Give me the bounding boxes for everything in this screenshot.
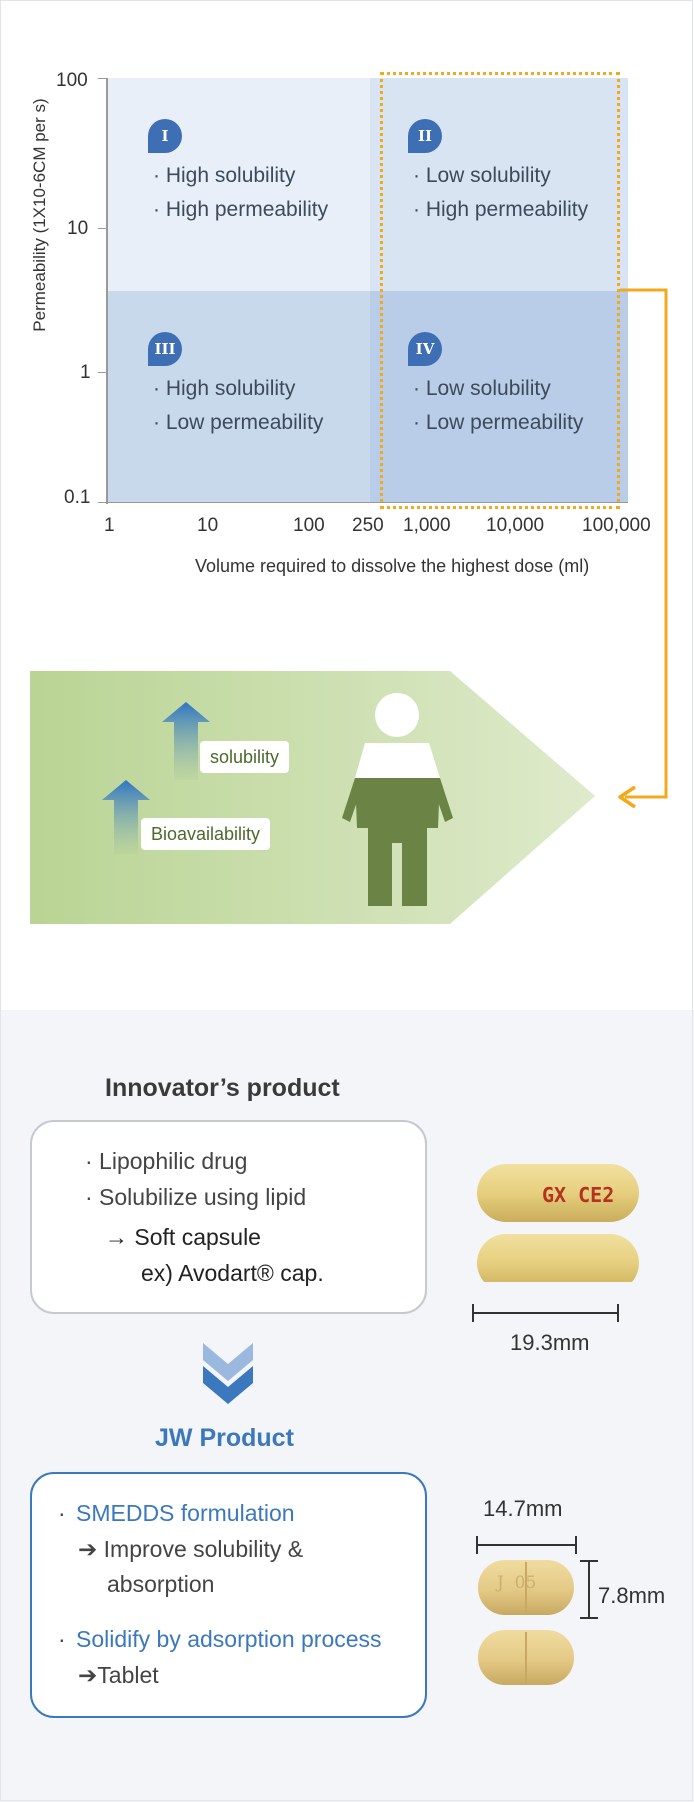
quadrant-2-line: · Low solubility <box>413 164 551 187</box>
jw-point-1-detail-line: Improve solubility & <box>103 1536 304 1562</box>
jw-box <box>30 1472 427 1718</box>
jw-bullet: · <box>58 1500 66 1526</box>
innovator-title: Innovator’s product <box>105 1074 340 1102</box>
quadrant-4-badge: IV <box>408 332 442 366</box>
x-axis-title: Volume required to dissolve the highest … <box>195 556 590 576</box>
x-tick-label: 100 <box>293 515 325 536</box>
quadrant-1-line: · High permeability <box>153 198 329 221</box>
soft-capsule-text: Soft capsule <box>134 1224 261 1250</box>
x-tick-label: 250 <box>352 515 384 536</box>
tablet-width: 14.7mm <box>483 1496 563 1521</box>
quadrant-3-bg <box>108 291 370 503</box>
right-arrow-icon: ➔ <box>78 1662 98 1688</box>
innovator-line: · Lipophilic drug <box>85 1148 248 1174</box>
arrow-up-icon <box>102 780 150 854</box>
jw-point-1: SMEDDS formulation <box>76 1500 295 1526</box>
quadrant-4-bg <box>370 291 628 503</box>
class-ii-iv-highlight <box>380 72 620 509</box>
x-tick-label: 100,000 <box>582 515 651 536</box>
jw-point-2-detail: ➔Tablet <box>78 1662 159 1689</box>
tablet-imprint: J 05 <box>497 1573 537 1593</box>
jw-point-1-detail: ➔ Improve solubility & <box>78 1536 303 1563</box>
right-arrow-icon: → <box>105 1224 135 1250</box>
quadrant-1-badge: I <box>148 119 182 153</box>
bioavailability-tag: Bioavailability <box>141 818 271 850</box>
innovator-arrow-line: → Soft capsule <box>105 1224 261 1251</box>
quadrant-4-line: · Low permeability <box>413 411 584 434</box>
jw-point-2: Solidify by adsorption process <box>76 1626 382 1652</box>
y-tick-mark <box>98 502 108 503</box>
innovator-box <box>30 1120 427 1314</box>
soft-capsules-image <box>477 1164 639 1282</box>
quadrant-2-line: · High permeability <box>413 198 589 221</box>
x-tick-label: 1 <box>104 515 115 536</box>
capsule-length: 19.3mm <box>510 1330 590 1355</box>
quadrant-1-line: · High solubility <box>153 164 296 187</box>
tablet-text: Tablet <box>97 1662 159 1688</box>
quadrant-4-line: · Low solubility <box>413 377 551 400</box>
x-tick-label: 10 <box>197 515 219 536</box>
person-head <box>375 693 419 737</box>
double-chevron-down-icon <box>203 1343 253 1404</box>
quadrant-3-line: · Low permeability <box>153 411 324 434</box>
capsule-imprint: GX CE2 <box>542 1183 615 1207</box>
innovator-example: ex) Avodart® cap. <box>141 1260 324 1286</box>
tablet-height: 7.8mm <box>598 1583 666 1608</box>
y-tick-label: 1 <box>80 362 91 383</box>
x-tick-label: 1,000 <box>403 515 451 536</box>
arrow-up-icon <box>162 702 210 780</box>
quadrant-chart <box>108 78 628 503</box>
jw-title: JW Product <box>155 1424 294 1452</box>
y-tick-label: 100 <box>56 70 88 91</box>
y-axis-line <box>106 78 108 504</box>
right-arrow-icon: ➔ <box>78 1536 98 1562</box>
bottom-section: Innovator’s product · Lipophilic drug · … <box>0 1010 694 1802</box>
quadrant-3-line: · High solubility <box>153 377 296 400</box>
connector-arrow <box>618 288 668 809</box>
dimension-marker <box>472 1304 619 1322</box>
y-tick-label: 10 <box>67 218 89 239</box>
tablets-image <box>478 1560 574 1685</box>
solubility-tag: solubility <box>200 741 290 773</box>
innovator-line: · Solubilize using lipid <box>85 1184 307 1210</box>
top-section: Permeability (1X10-6CM per s) 100 10 1 0… <box>30 70 668 924</box>
green-banner <box>30 671 595 924</box>
x-axis-line <box>106 502 628 503</box>
y-tick-label: 0.1 <box>64 487 91 508</box>
quadrant-1-bg <box>108 78 370 291</box>
tablet-height-marker <box>580 1560 598 1619</box>
jw-point-1-detail-line: absorption <box>107 1571 215 1597</box>
quadrant-2-badge: II <box>408 119 442 153</box>
person-body <box>355 743 440 778</box>
y-tick-mark <box>98 228 108 229</box>
quadrant-3-badge: III <box>148 332 182 366</box>
x-tick-label: 10,000 <box>486 515 545 536</box>
tablet-width-marker <box>476 1536 577 1554</box>
y-tick-mark <box>98 78 108 79</box>
quadrant-2-bg <box>370 78 628 291</box>
jw-bullet: · <box>58 1626 66 1652</box>
y-tick-mark <box>98 372 108 373</box>
